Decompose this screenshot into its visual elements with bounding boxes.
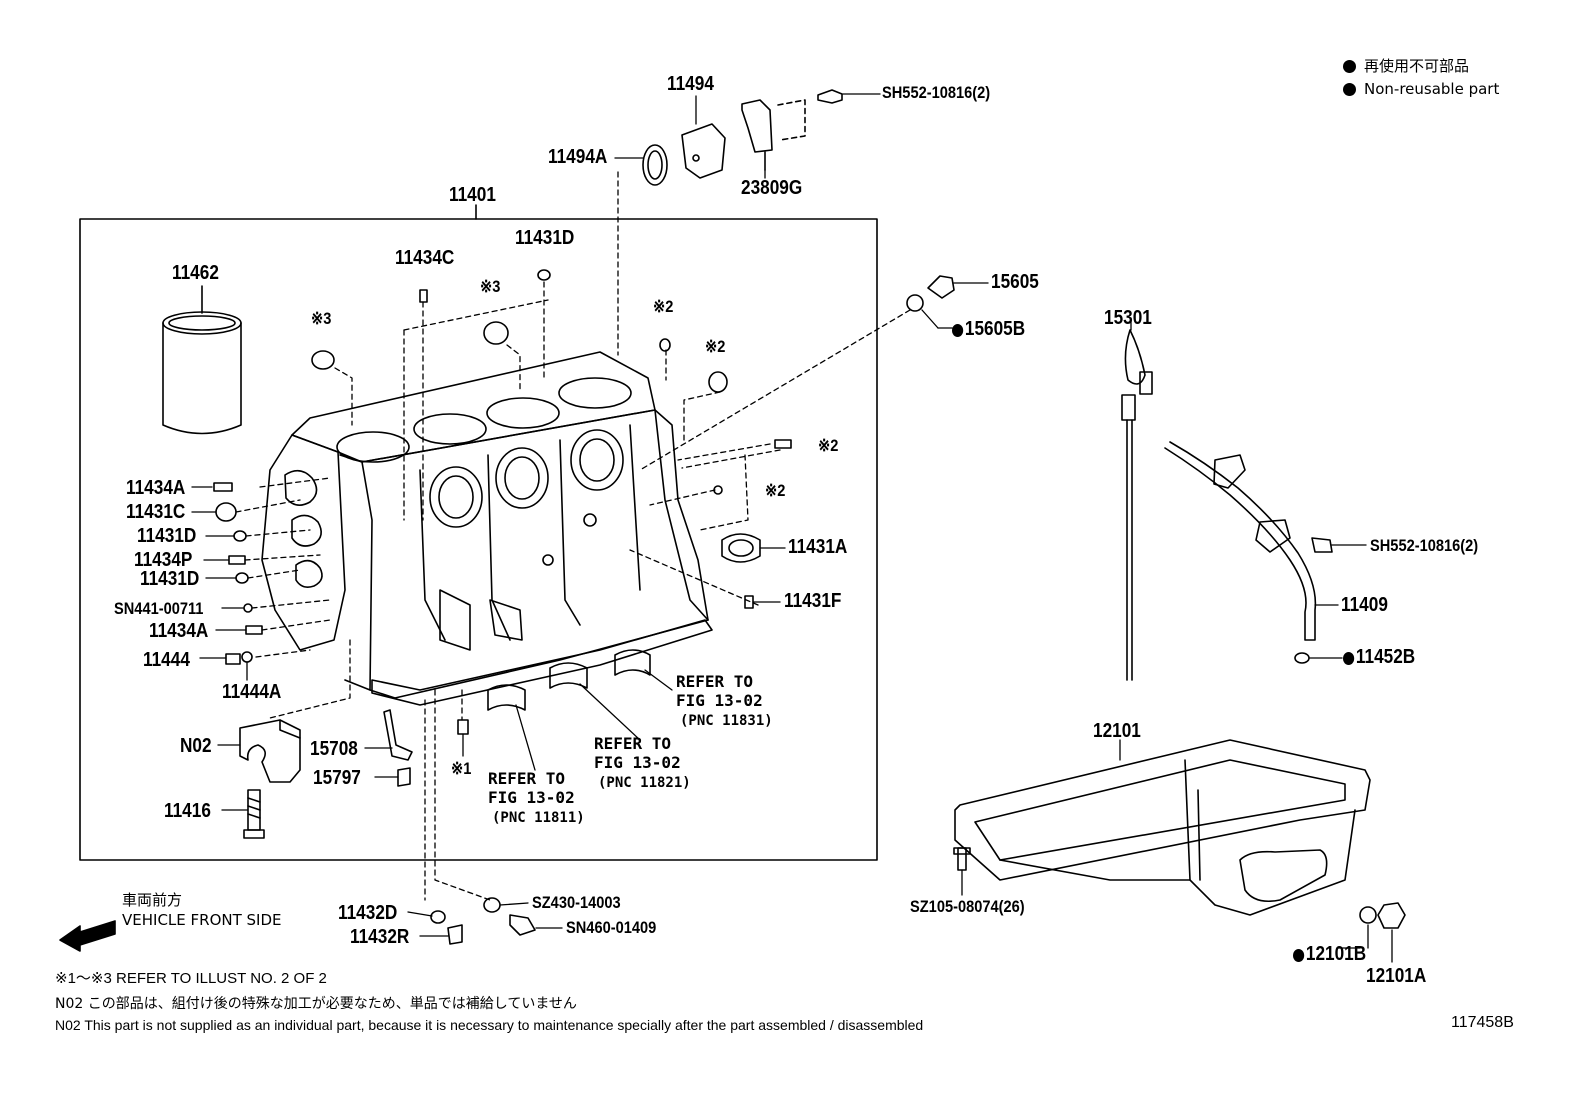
part-label: SH552-10816(2) (1370, 536, 1479, 555)
filled-dot-icon (1343, 60, 1356, 73)
part-label: 11416 (164, 800, 211, 822)
part-label: 12101A (1366, 965, 1427, 987)
refer-text: FIG 13-02 (676, 691, 763, 710)
part-label: 12101B (1293, 944, 1366, 964)
dipstick-guide (1164, 441, 1333, 664)
bracket (741, 99, 773, 153)
part-label: 11494 (667, 73, 714, 95)
gasket-ring (642, 144, 668, 186)
part-label: 11434A (126, 477, 186, 499)
filled-dot-icon (1293, 949, 1305, 962)
part-label: 11462 (172, 262, 219, 284)
part-label: 15301 (1104, 307, 1152, 329)
part-label: 11431D (137, 525, 197, 547)
refer-text: (PNC 11811) (492, 810, 585, 826)
part-label: 11431F (784, 590, 842, 612)
part-label: 15708 (310, 738, 358, 760)
oil-pan (954, 739, 1371, 916)
illustration-marker: ※1 (451, 759, 472, 778)
part-label-text: 11452B (1355, 646, 1416, 668)
part-label: 23809G (741, 177, 803, 199)
part-label: 11432D (338, 902, 398, 924)
part-label: 15605B (952, 319, 1025, 339)
refer-text: REFER TO (594, 734, 672, 753)
note-n02-en: N02 This part is not supplied as an indi… (55, 1017, 924, 1033)
illustration-marker: ※2 (818, 436, 839, 455)
legend-en-text: Non-reusable part (1364, 80, 1500, 98)
part-label: 11431C (126, 501, 186, 523)
assembly-frame (79, 218, 878, 861)
refer-text: FIG 13-02 (594, 753, 681, 772)
front-jp: 車両前方 (122, 891, 183, 909)
illustration-marker: ※2 (705, 337, 726, 356)
part-label: N02 (180, 735, 212, 757)
illustration-marker: ※2 (653, 297, 674, 316)
part-label: 12101 (1093, 720, 1141, 742)
refer-text: FIG 13-02 (488, 788, 575, 807)
part-label: 11431D (515, 227, 575, 249)
part-label: 11431D (140, 568, 200, 590)
cover-plate (681, 123, 726, 179)
main-bolt (243, 789, 265, 839)
filled-dot-icon (1343, 83, 1356, 96)
filled-dot-icon (952, 324, 964, 337)
part-label: 11409 (1341, 594, 1388, 616)
illustration-marker: ※3 (311, 309, 332, 328)
part-label-text: 12101B (1305, 943, 1367, 965)
refer-text: REFER TO (676, 672, 754, 691)
engine-block (261, 351, 713, 706)
part-label: 11432R (350, 926, 410, 948)
note-refer-illust: ※1～※3 REFER TO ILLUST NO. 2 OF 2 (55, 970, 327, 987)
part-label: 11434C (395, 247, 455, 269)
legend-en: Non-reusable part (1343, 82, 1499, 97)
part-label: SN441-00711 (114, 599, 204, 618)
part-label: 11401 (449, 184, 496, 206)
legend-jp-text: 再使用不可部品 (1364, 57, 1470, 75)
figure-number: 117458B (1451, 1014, 1514, 1031)
oil-dipstick (1121, 329, 1153, 681)
refer-text: (PNC 11821) (598, 775, 691, 791)
cylinder-liner (162, 285, 242, 435)
front-arrow (59, 920, 116, 952)
filled-dot-icon (1343, 652, 1355, 665)
part-label: 15605 (991, 271, 1039, 293)
part-label: 11444A (222, 681, 282, 703)
part-label: SZ105-08074(26) (910, 897, 1025, 916)
illustration-marker: ※3 (480, 277, 501, 296)
part-label: 11452B (1343, 647, 1415, 667)
part-label: 11444 (143, 649, 190, 671)
part-label: 11494A (548, 146, 608, 168)
part-label: SZ430-14003 (532, 893, 621, 912)
refer-text: (PNC 11831) (680, 713, 773, 729)
bearing-cap (239, 719, 301, 783)
illustration-marker: ※2 (765, 481, 786, 500)
part-label: SN460-01409 (566, 918, 657, 937)
refer-text: REFER TO (488, 769, 566, 788)
part-label: 15797 (313, 767, 361, 789)
part-label: SH552-10816(2) (882, 83, 991, 102)
part-label: 11434A (149, 620, 209, 642)
legend-jp: 再使用不可部品 (1343, 59, 1469, 74)
note-n02-jp: N02 この部品は、組付け後の特殊な加工が必要なため、単品では補給していません (55, 996, 577, 1012)
front-en: VEHICLE FRONT SIDE (122, 911, 282, 929)
part-label: 11434P (134, 549, 193, 571)
part-label: 11431A (788, 536, 848, 558)
part-label-text: 15605B (964, 318, 1026, 340)
